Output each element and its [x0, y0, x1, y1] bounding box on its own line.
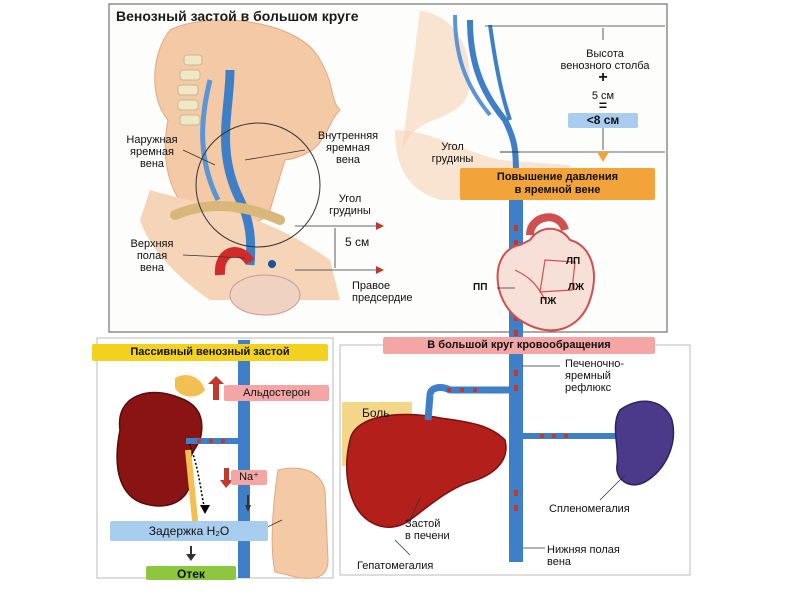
magnifier-circle — [195, 122, 321, 248]
head-illustration — [154, 19, 341, 227]
adrenal-gland — [175, 375, 205, 397]
label-column-height: Высота венозного столба — [560, 48, 650, 72]
sodium-box: Na⁺ — [231, 470, 267, 485]
cervical-spine — [177, 54, 203, 126]
heart-pzh-label: ПЖ — [540, 296, 557, 307]
label-pain: Боль — [362, 406, 390, 420]
label-external-jugular: Наружная яремная вена — [126, 134, 178, 170]
pressure-increase-banner: Повышение давления в яремной вене — [460, 168, 655, 200]
label-5cm-left: 5 см — [345, 235, 370, 249]
label-splenomegaly: Спленомегалия — [549, 503, 630, 515]
external-jugular-vein — [200, 79, 221, 202]
less-8cm-box: <8 см — [568, 113, 638, 128]
label-inferior-vena-cava: Нижняя полая вена — [547, 544, 620, 568]
label-5cm-right: 5 см — [591, 90, 615, 102]
heart-illustration — [496, 213, 595, 332]
plus-sign: + — [598, 69, 608, 86]
kidney-illustration — [116, 391, 203, 507]
label-sternal-angle-right: Угол грудины — [431, 141, 474, 165]
clavicle — [170, 201, 285, 225]
ureter — [185, 449, 199, 531]
aortic-arch — [214, 247, 255, 276]
label-right-atrium: Правое предсердие — [352, 280, 413, 304]
spleen-illustration — [614, 400, 675, 486]
internal-jugular-vein — [221, 69, 256, 266]
heart-small — [229, 274, 301, 316]
water-retention-box: Задержка H₂O — [110, 521, 268, 541]
renal-vein — [238, 340, 250, 578]
shoulder-illustration — [140, 190, 340, 300]
equals-sign: = — [598, 97, 608, 113]
foot-illustration — [271, 467, 329, 579]
right-atrium-dot — [268, 260, 276, 268]
heart-pp-label: ПП — [473, 282, 488, 293]
systemic-circulation-banner: В большой круг кровообращения — [383, 337, 655, 354]
label-hepatomegaly: Гепатомегалия — [357, 560, 434, 572]
passive-congestion-banner: Пассивный венозный застой — [92, 344, 328, 361]
aldosterone-box: Альдостерон — [224, 385, 329, 401]
edema-box: Отек — [146, 566, 236, 580]
heart-lp-label: ЛП — [566, 256, 581, 267]
label-sternal-angle-left: Угол грудины — [329, 193, 371, 217]
label-internal-jugular: Внутренняя яремная вена — [317, 130, 379, 166]
label-superior-vena-cava: Верхняя полая вена — [130, 238, 174, 274]
heart-lzh-label: ЛЖ — [568, 282, 585, 293]
diagram-title: Венозный застой в большом круге — [116, 8, 359, 24]
label-hepatojugular-reflux: Печеночно- яремный рефлюкс — [565, 358, 625, 394]
label-liver-congestion: Застой в печени — [405, 518, 450, 542]
liver-illustration — [345, 413, 507, 528]
